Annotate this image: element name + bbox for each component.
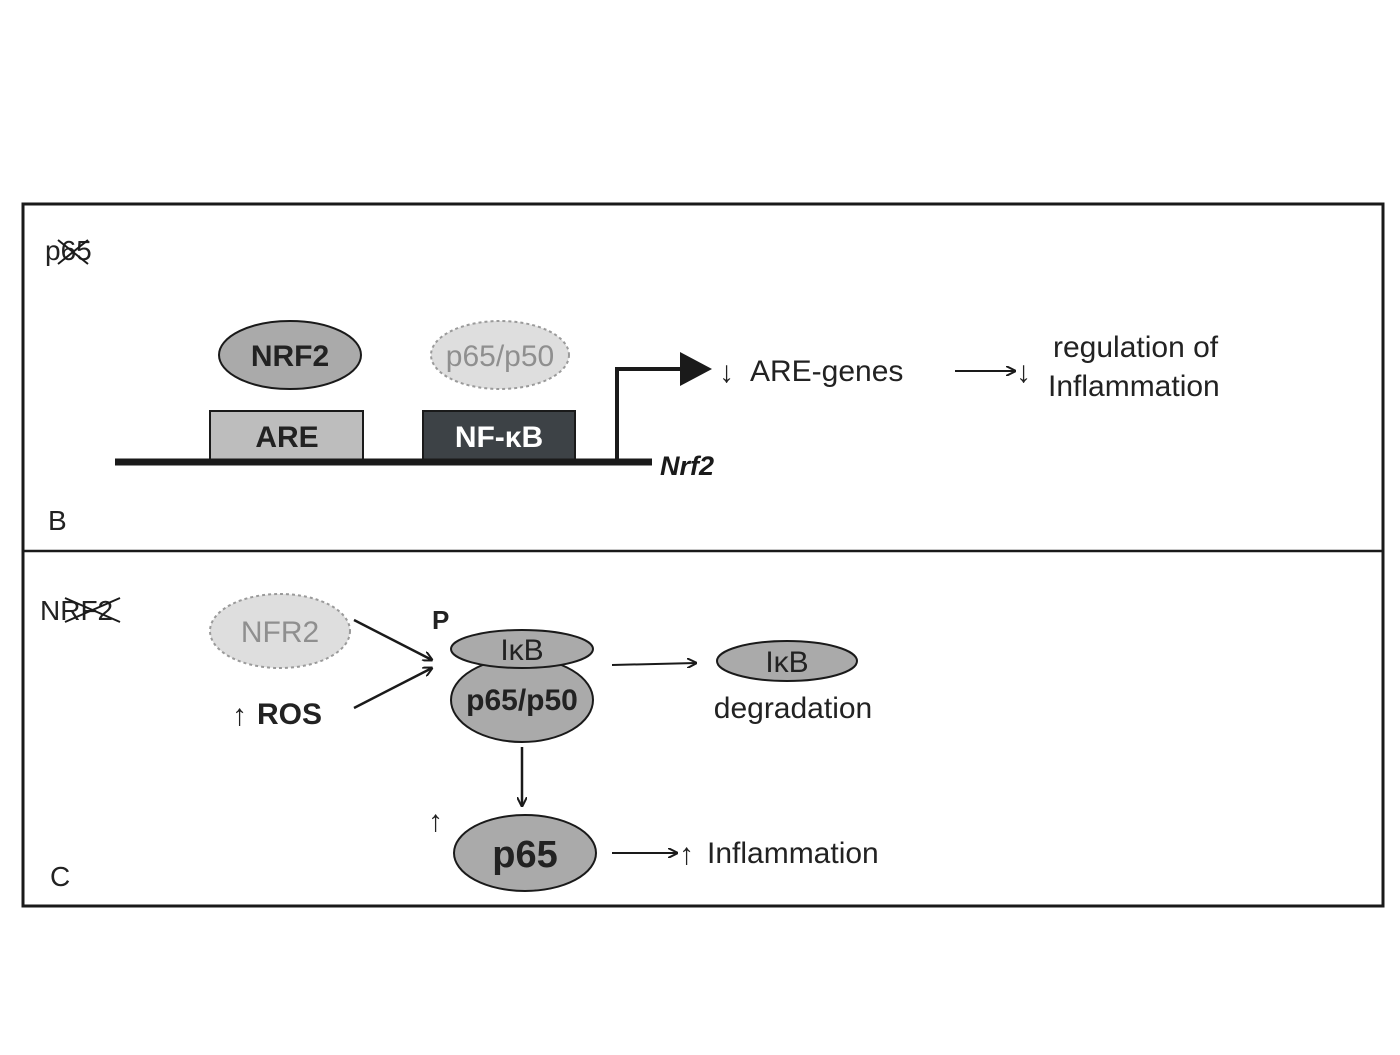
degradation-label: degradation (714, 692, 872, 725)
regulation-line-2: Inflammation (1048, 370, 1220, 403)
ikb-bound-ellipse (450, 629, 594, 669)
nrf2-protein-label: NRF2 (251, 340, 329, 373)
ikb-free-ellipse (716, 640, 858, 682)
nrf2-protein-ellipse (218, 320, 362, 390)
are-box (209, 410, 364, 462)
nfr2-faded-label: NFR2 (241, 616, 319, 649)
panel-letter-c: C (50, 861, 70, 892)
knockout-cross-line-2 (57, 239, 89, 265)
knockout-cross-line-2 (64, 597, 121, 623)
nrf2-knockout-label: NRF2 (40, 595, 121, 626)
are-box-label: ARE (255, 421, 318, 454)
transcription-arrowhead (680, 352, 712, 386)
panel-b: p65 NRF2 p65/p50 ARE NF-κB Nrf2 ↓ ARE-ge… (45, 235, 1220, 536)
transcription-start-line (615, 367, 682, 462)
inflammation-up-arrow: ↑ (679, 838, 694, 871)
panel-c: NRF2 NFR2 ↑ ROS P p65/p50 IκB IκB degrad… (40, 593, 879, 892)
nfkb-box (422, 410, 576, 462)
p65-p50-complex-label: p65/p50 (466, 684, 578, 717)
ros-label: ROS (257, 698, 322, 731)
ros-up-arrow: ↑ (232, 699, 247, 732)
phospho-label: P (432, 605, 449, 635)
are-genes-down-arrow: ↓ (719, 356, 734, 389)
nfkb-box-label: NF-κB (455, 421, 543, 454)
gene-name-label: Nrf2 (660, 451, 714, 481)
svg-text:NRF2: NRF2 (40, 595, 113, 626)
p65-p50-faded-ellipse (430, 320, 570, 390)
are-genes-label: ARE-genes (750, 355, 903, 388)
arrow-to-ikb-degradation (611, 663, 696, 665)
panel-letter-b: B (48, 505, 67, 536)
ikb-bound-label: IκB (500, 634, 543, 667)
figure-frame (21, 202, 1385, 908)
p65-up-arrow: ↑ (428, 805, 443, 838)
arrow-nfr2-to-complex (353, 618, 432, 660)
regulation-line-1: regulation of (1053, 331, 1219, 364)
nfr2-faded-ellipse (209, 593, 351, 669)
arrow-ros-to-complex (353, 668, 432, 710)
regulation-down-arrow: ↓ (1016, 356, 1031, 389)
p65-p50-faded-label: p65/p50 (446, 340, 554, 373)
inflammation-label: Inflammation (707, 837, 879, 870)
p65-knockout-label: p65 (45, 235, 92, 266)
p65-ellipse (453, 814, 597, 892)
ikb-free-label: IκB (765, 646, 808, 679)
p65-label: p65 (492, 834, 557, 876)
